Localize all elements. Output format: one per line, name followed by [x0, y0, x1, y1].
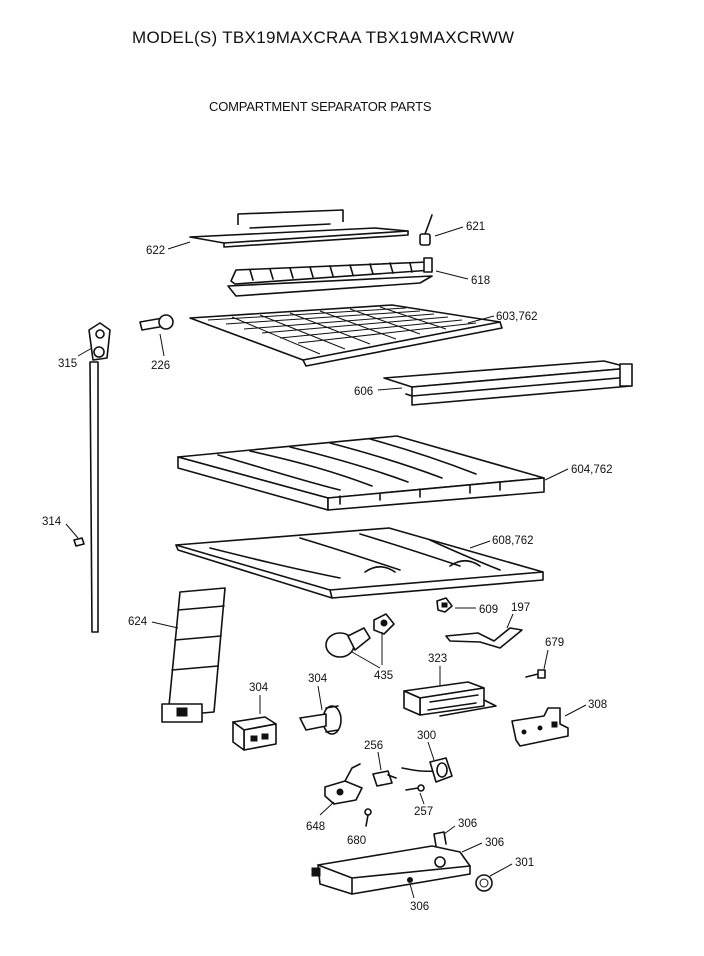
callout-622: 622: [146, 245, 165, 257]
callout-606: 606: [354, 386, 373, 398]
part-608-pan: [175, 527, 544, 599]
callout-197: 197: [511, 602, 530, 614]
callout-679: 679: [545, 637, 564, 649]
part-256-relay: [372, 770, 397, 787]
part-604-separator: [177, 435, 545, 511]
callout-315: 315: [58, 358, 77, 370]
callout-648: 648: [306, 821, 325, 833]
callout-226: 226: [151, 360, 170, 372]
callout-624: 624: [128, 616, 148, 628]
part-621-connector: [419, 214, 433, 246]
callout-604: 604,762: [571, 464, 613, 476]
part-624-panel: [161, 587, 226, 723]
part-315-bracket: [88, 322, 111, 361]
callout-304b: 304: [308, 673, 328, 685]
part-648-timer: [324, 763, 363, 805]
part-603-shelf: [189, 304, 503, 367]
part-618-rail: [227, 257, 433, 297]
callout-323: 323: [428, 653, 447, 665]
callout-308: 308: [588, 699, 607, 711]
callout-301: 301: [515, 857, 534, 869]
part-304-knob: [299, 705, 342, 735]
model-title: MODEL(S) TBX19MAXCRAA TBX19MAXCRWW: [132, 28, 515, 47]
part-control-bracket: [311, 831, 471, 895]
part-226-pin: [139, 314, 174, 331]
callout-306c: 306: [410, 901, 429, 913]
callout-314: 314: [42, 516, 62, 528]
part-606-bar: [383, 360, 633, 406]
part-435-lamp: [325, 613, 395, 658]
part-680-screw: [364, 808, 372, 827]
callout-306a: 306: [458, 818, 477, 830]
section-title: COMPARTMENT SEPARATOR PARTS: [209, 99, 432, 114]
part-308-bracket: [511, 707, 569, 747]
callout-304a: 304: [249, 682, 269, 694]
part-314-rod: [73, 361, 99, 633]
part-301-grommet: [475, 874, 493, 892]
callout-680: 680: [347, 835, 366, 847]
part-323-housing: [403, 681, 497, 717]
part-300-thermostat: [401, 757, 453, 783]
part-609-clip: [436, 597, 453, 613]
callout-256: 256: [364, 740, 383, 752]
callout-300: 300: [417, 730, 436, 742]
callout-603: 603,762: [496, 311, 538, 323]
callout-608: 608,762: [492, 535, 534, 547]
callout-621: 621: [466, 221, 485, 233]
part-197-harness: [445, 627, 523, 649]
part-304-block: [232, 716, 277, 751]
callout-618: 618: [471, 275, 490, 287]
part-622-cover: [189, 209, 409, 248]
callout-435: 435: [374, 670, 393, 682]
callout-306b: 306: [485, 837, 504, 849]
part-679-screw: [525, 669, 546, 679]
callout-257: 257: [414, 806, 433, 818]
part-257-screw: [405, 784, 425, 792]
callout-609: 609: [479, 604, 498, 616]
